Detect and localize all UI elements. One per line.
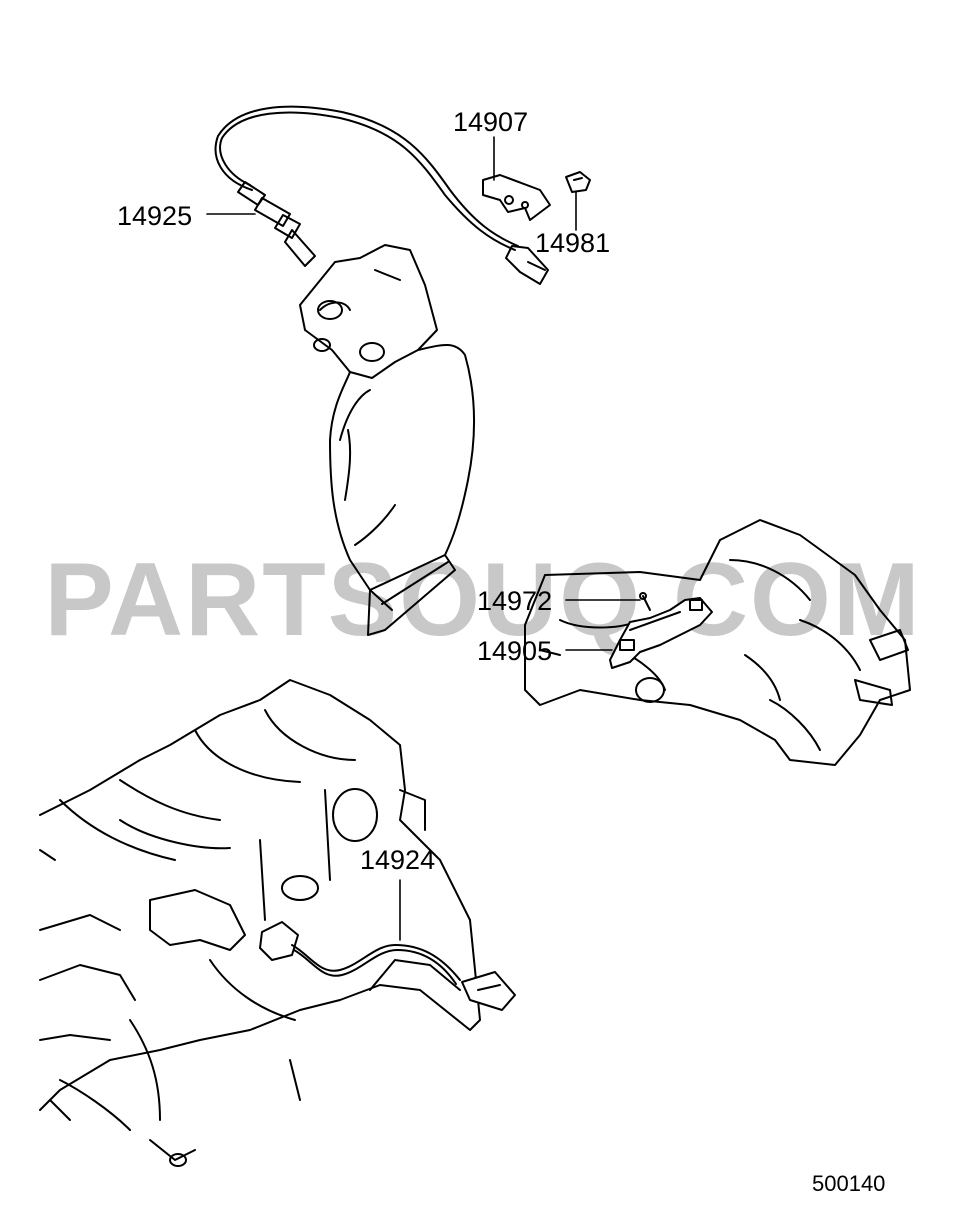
callout-14905[interactable]: 14905 — [477, 636, 552, 666]
callout-14972[interactable]: 14972 — [477, 586, 552, 616]
engine-block-part — [39, 679, 481, 1167]
exhaust-manifold-part — [299, 244, 476, 636]
watermark: PARTSOUQ.COM — [44, 542, 922, 658]
callout-14924[interactable]: 14924 — [360, 845, 435, 875]
callout-14907[interactable]: 14907 — [453, 107, 528, 137]
bracket-14907-part[interactable] — [482, 174, 551, 221]
intake-manifold-part — [524, 519, 911, 766]
sensor-14905-part[interactable] — [609, 597, 713, 669]
bolt-14981-part[interactable] — [565, 171, 591, 193]
leader-lines — [206, 136, 641, 941]
callout-14925[interactable]: 14925 — [117, 201, 192, 231]
callout-14981[interactable]: 14981 — [535, 228, 610, 258]
knock-sensor-part[interactable] — [259, 921, 516, 1011]
oxygen-sensor-part[interactable] — [214, 105, 549, 285]
screw-14972-part[interactable] — [639, 592, 651, 611]
figure-code: 500140 — [812, 1171, 885, 1196]
